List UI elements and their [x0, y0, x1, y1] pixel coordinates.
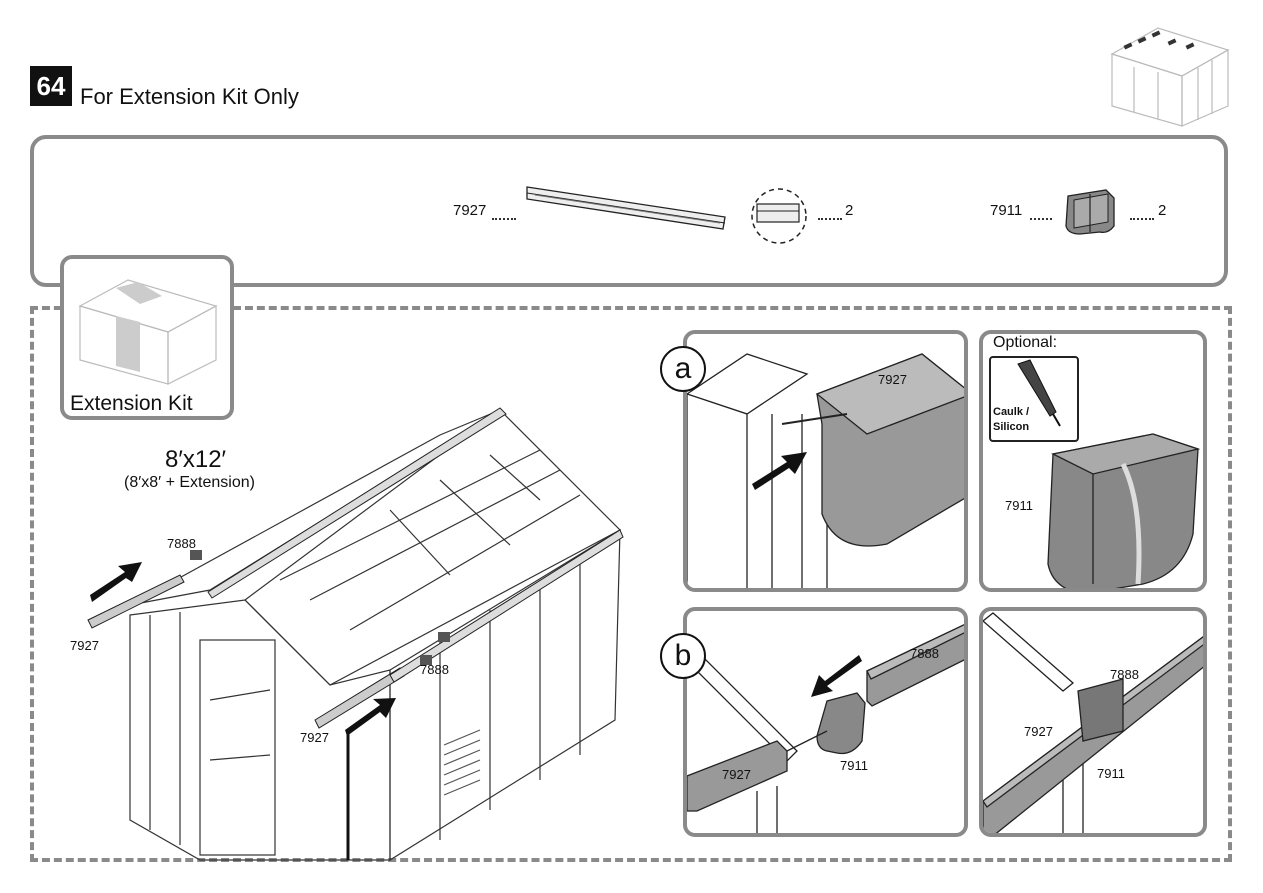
- extension-kit-label: Extension Kit: [70, 392, 193, 415]
- detail-c-gutter-label: 7927: [1024, 724, 1053, 739]
- detail-a-drawing: [687, 353, 964, 588]
- gutter-end-detail-icon: [751, 188, 807, 244]
- part-qty-gutter: 2: [845, 202, 854, 219]
- caulk-tube-icon: [1017, 359, 1061, 427]
- part-code-connector: 7911: [990, 202, 1023, 219]
- detail-c-connector-label: 7911: [1097, 766, 1125, 781]
- shed-assembly-drawing: [87, 407, 624, 862]
- shed-thumbnail-icon: [1110, 27, 1230, 127]
- part-code-gutter: 7927: [453, 202, 487, 219]
- dotted-leader: [1130, 218, 1154, 220]
- optional-part-label: 7911: [1005, 498, 1033, 513]
- step-a-marker: a: [660, 346, 706, 392]
- detail-panel-b: [683, 607, 968, 837]
- detail-b-gutter-label: 7927: [722, 767, 751, 782]
- shed-size-title: 8′x12′: [165, 446, 227, 473]
- assembly-area: [30, 306, 1232, 862]
- label-mid-gutter: 7927: [300, 730, 329, 745]
- detail-b-rail-label: 7888: [910, 646, 939, 661]
- gutter-part-icon: [526, 186, 726, 230]
- optional-title: Optional:: [993, 334, 1058, 351]
- detail-a-part-label: 7927: [878, 372, 907, 387]
- detail-c-drawing: [983, 612, 1203, 833]
- label-mid-rail: 7888: [420, 662, 449, 677]
- caulk-label: Caulk / Silicon: [993, 406, 1030, 433]
- dotted-leader: [1030, 218, 1052, 220]
- label-left-gutter: 7927: [70, 638, 99, 653]
- dotted-leader: [492, 218, 516, 220]
- step-b-marker: b: [660, 633, 706, 679]
- step-number-badge: 64: [30, 66, 72, 106]
- detail-panel-a: [683, 330, 968, 592]
- parts-panel: [30, 135, 1228, 287]
- detail-panel-c: [979, 607, 1207, 837]
- step-title: For Extension Kit Only: [80, 84, 299, 109]
- optional-connector-drawing: [1047, 433, 1201, 588]
- detail-b-drawing: [687, 624, 964, 833]
- extension-kit-box: [60, 255, 234, 420]
- dotted-leader: [818, 218, 842, 220]
- extension-shed-icon: [78, 279, 218, 385]
- label-top-rail: 7888: [167, 536, 196, 551]
- detail-c-rail-label: 7888: [1110, 667, 1139, 682]
- detail-b-connector-label: 7911: [840, 758, 868, 773]
- connector-part-icon: [1065, 189, 1115, 235]
- shed-size-subtitle: (8′x8′ + Extension): [124, 474, 255, 491]
- part-qty-connector: 2: [1158, 202, 1167, 219]
